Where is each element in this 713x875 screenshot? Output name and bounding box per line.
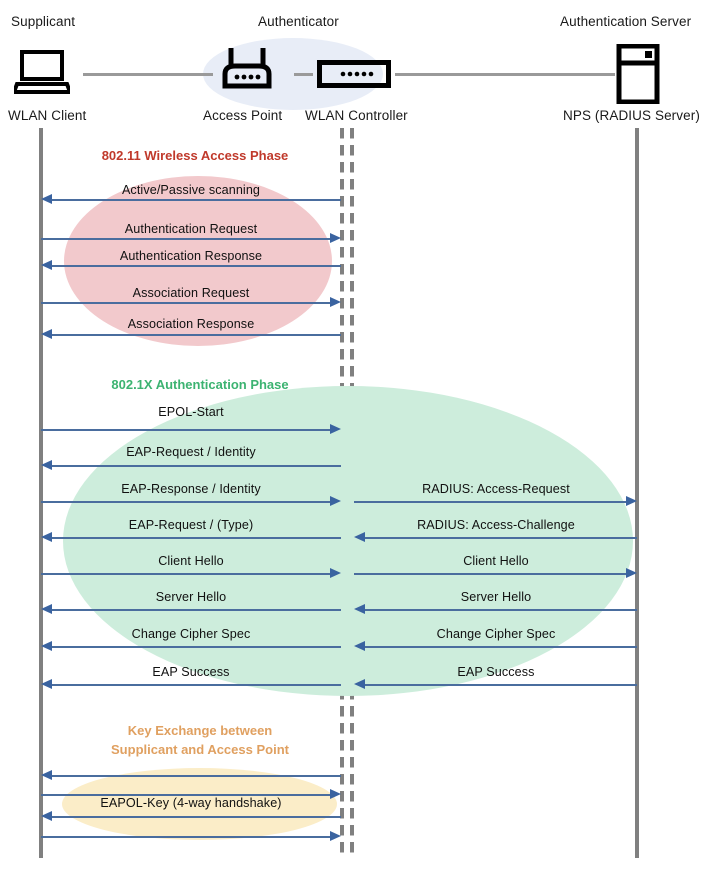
arrow-head-right-icon [330, 568, 341, 578]
message-label: Server Hello [155, 590, 227, 604]
arrow-head-right-icon [626, 496, 637, 506]
message-label: EAP-Request / Identity [126, 445, 256, 459]
message-line [41, 302, 335, 304]
message-label: EAP Success [457, 665, 535, 679]
phase-blob-wireless-access [64, 176, 332, 346]
message-line [354, 501, 631, 503]
phase-caption-dot1x-authentication: 802.1X Authentication Phase [111, 377, 289, 392]
wire-controller-to-server [395, 73, 615, 76]
node-label-access-point: Access Point [203, 108, 283, 123]
message-line [359, 537, 637, 539]
arrow-head-right-icon [330, 424, 341, 434]
message-label: EAP-Response / Identity [121, 482, 261, 496]
message-label: RADIUS: Access-Request [422, 482, 570, 496]
phase-caption-key-exchange: Key Exchange between Supplicant and Acce… [111, 723, 289, 757]
arrow-head-left-icon [41, 641, 52, 651]
arrow-head-left-icon [41, 460, 52, 470]
wire-client-to-ap [83, 73, 213, 76]
message-line [46, 609, 341, 611]
message-line [46, 537, 341, 539]
message-label: Authentication Response [119, 249, 263, 263]
arrow-head-right-icon [330, 831, 341, 841]
message-label: Client Hello [158, 554, 224, 568]
message-label: Association Response [127, 317, 255, 331]
arrow-head-right-icon [330, 297, 341, 307]
message-label: Client Hello [463, 554, 529, 568]
server-icon [616, 43, 660, 109]
wlan-controller-icon [317, 60, 391, 93]
message-label: Change Cipher Spec [436, 627, 556, 641]
message-label: Authentication Request [124, 222, 258, 236]
message-line [41, 429, 335, 431]
message-label: EAP-Request / (Type) [128, 518, 254, 532]
arrow-head-left-icon [41, 679, 52, 689]
node-label-wlan-controller: WLAN Controller [305, 108, 408, 123]
role-label-authenticator: Authenticator [258, 14, 339, 29]
role-label-authentication-server: Authentication Server [560, 14, 692, 29]
message-line [46, 816, 341, 818]
wire-ap-to-controller [294, 73, 313, 76]
message-line [41, 238, 335, 240]
eapol-key-handshake-label: EAPOL-Key (4-way handshake) [100, 796, 282, 810]
message-label: Change Cipher Spec [131, 627, 251, 641]
node-label-nps-radius-server: NPS (RADIUS Server) [563, 108, 700, 123]
message-label: EAP Success [152, 665, 230, 679]
arrow-head-left-icon [41, 260, 52, 270]
message-label: RADIUS: Access-Challenge [417, 518, 575, 532]
arrow-head-right-icon [626, 568, 637, 578]
arrow-head-right-icon [330, 789, 341, 799]
message-label: Active/Passive scanning [121, 183, 261, 197]
message-line [41, 794, 335, 796]
message-line [46, 465, 341, 467]
phase-blob-dot1x-authentication [63, 386, 633, 696]
message-label: EPOL-Start [158, 405, 224, 419]
message-line [41, 501, 335, 503]
message-line [354, 573, 631, 575]
message-line [41, 573, 335, 575]
lifeline-authentication-server [635, 128, 639, 858]
access-point-icon [215, 46, 279, 99]
arrow-head-left-icon [354, 641, 365, 651]
arrow-head-left-icon [41, 194, 52, 204]
message-line [46, 199, 341, 201]
laptop-icon [11, 50, 73, 99]
message-line [41, 836, 335, 838]
node-label-wlan-client: WLAN Client [8, 108, 87, 123]
message-label: Association Request [132, 286, 250, 300]
arrow-head-left-icon [41, 811, 52, 821]
message-line [359, 646, 637, 648]
arrow-head-left-icon [354, 679, 365, 689]
message-line [359, 684, 637, 686]
message-line [46, 684, 341, 686]
arrow-head-left-icon [41, 329, 52, 339]
message-line [46, 334, 341, 336]
arrow-head-left-icon [354, 604, 365, 614]
message-line [359, 609, 637, 611]
lifeline-supplicant [39, 128, 43, 858]
message-line [46, 775, 341, 777]
message-label: Server Hello [460, 590, 532, 604]
phase-blob-key-exchange [62, 768, 337, 840]
arrow-head-right-icon [330, 496, 341, 506]
message-line [46, 646, 341, 648]
arrow-head-left-icon [41, 770, 52, 780]
arrow-head-left-icon [41, 532, 52, 542]
phase-caption-wireless-access: 802.11 Wireless Access Phase [101, 148, 289, 163]
arrow-head-left-icon [41, 604, 52, 614]
message-line [46, 265, 341, 267]
role-label-supplicant: Supplicant [11, 14, 76, 29]
arrow-head-right-icon [330, 233, 341, 243]
arrow-head-left-icon [354, 532, 365, 542]
